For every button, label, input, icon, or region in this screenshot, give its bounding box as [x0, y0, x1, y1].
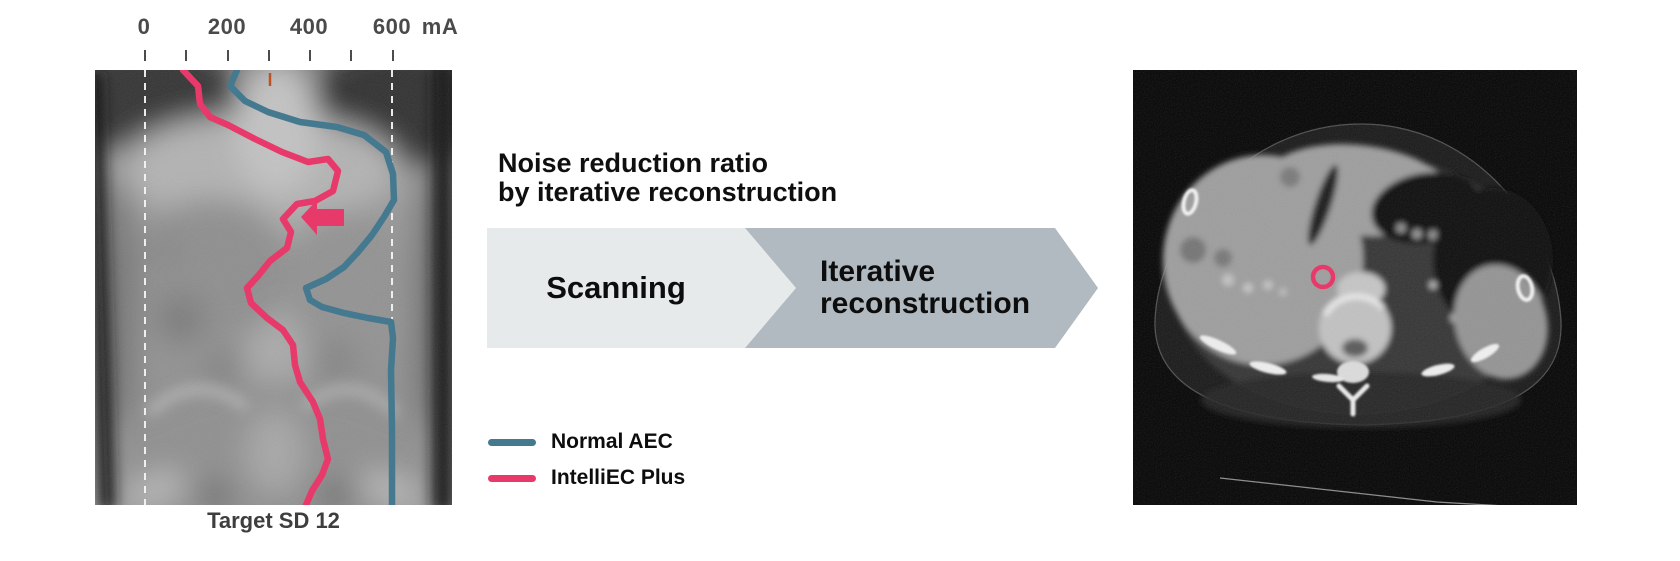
scout-radiograph: [95, 70, 452, 505]
axis-label-400: 400: [289, 14, 329, 39]
iterative-step-label-line2: reconstruction: [820, 287, 1031, 320]
ct-axial-image: [1133, 70, 1577, 505]
legend-item-normal-aec: Normal AEC: [488, 430, 673, 454]
normal-aec-curve: [226, 70, 398, 505]
intelliec-plus-line-swatch: [488, 474, 536, 482]
section-title: Noise reduction ratio by iterative recon…: [498, 149, 837, 207]
scout-anatomy: [95, 70, 452, 505]
legend-label-intelliec-plus: IntelliEC Plus: [551, 466, 686, 489]
dose-reduction-arrow-icon: [301, 200, 344, 235]
axis-tick: [185, 50, 187, 61]
axis-tick: [392, 50, 394, 61]
iterative-step-label: Iterative reconstruction: [820, 256, 1030, 320]
legend-label-normal-aec: Normal AEC: [551, 430, 673, 453]
axis-tick: [350, 50, 352, 61]
normal-aec-line-swatch: [488, 438, 536, 446]
iterative-step-arrow-shape: [745, 228, 1098, 348]
legend-item-intelliec-plus: IntelliEC Plus: [488, 466, 685, 490]
roi-circle: [1310, 264, 1336, 290]
scout-caption: Target SD 12: [207, 508, 340, 533]
axis-label-200: 200: [207, 14, 247, 39]
scanning-step-label: Scanning: [546, 270, 686, 305]
iterative-step-label-line1: Iterative: [820, 255, 936, 288]
scanning-step-shape: [487, 228, 796, 348]
axis-label-0: 0: [137, 14, 151, 39]
axis-tick: [309, 50, 311, 61]
section-title-line2: by iterative reconstruction: [498, 177, 838, 207]
section-title-line1: Noise reduction ratio: [498, 148, 769, 178]
process-flow: [487, 228, 1098, 348]
axis-unit-label: mA: [421, 14, 459, 39]
axis-tick: [268, 50, 270, 61]
axis-tick: [144, 50, 146, 61]
axis-label-600: 600: [372, 14, 412, 39]
axis-tick: [227, 50, 229, 61]
ct-anatomy: [1133, 70, 1577, 505]
intelliec-plus-curve: [179, 70, 342, 505]
